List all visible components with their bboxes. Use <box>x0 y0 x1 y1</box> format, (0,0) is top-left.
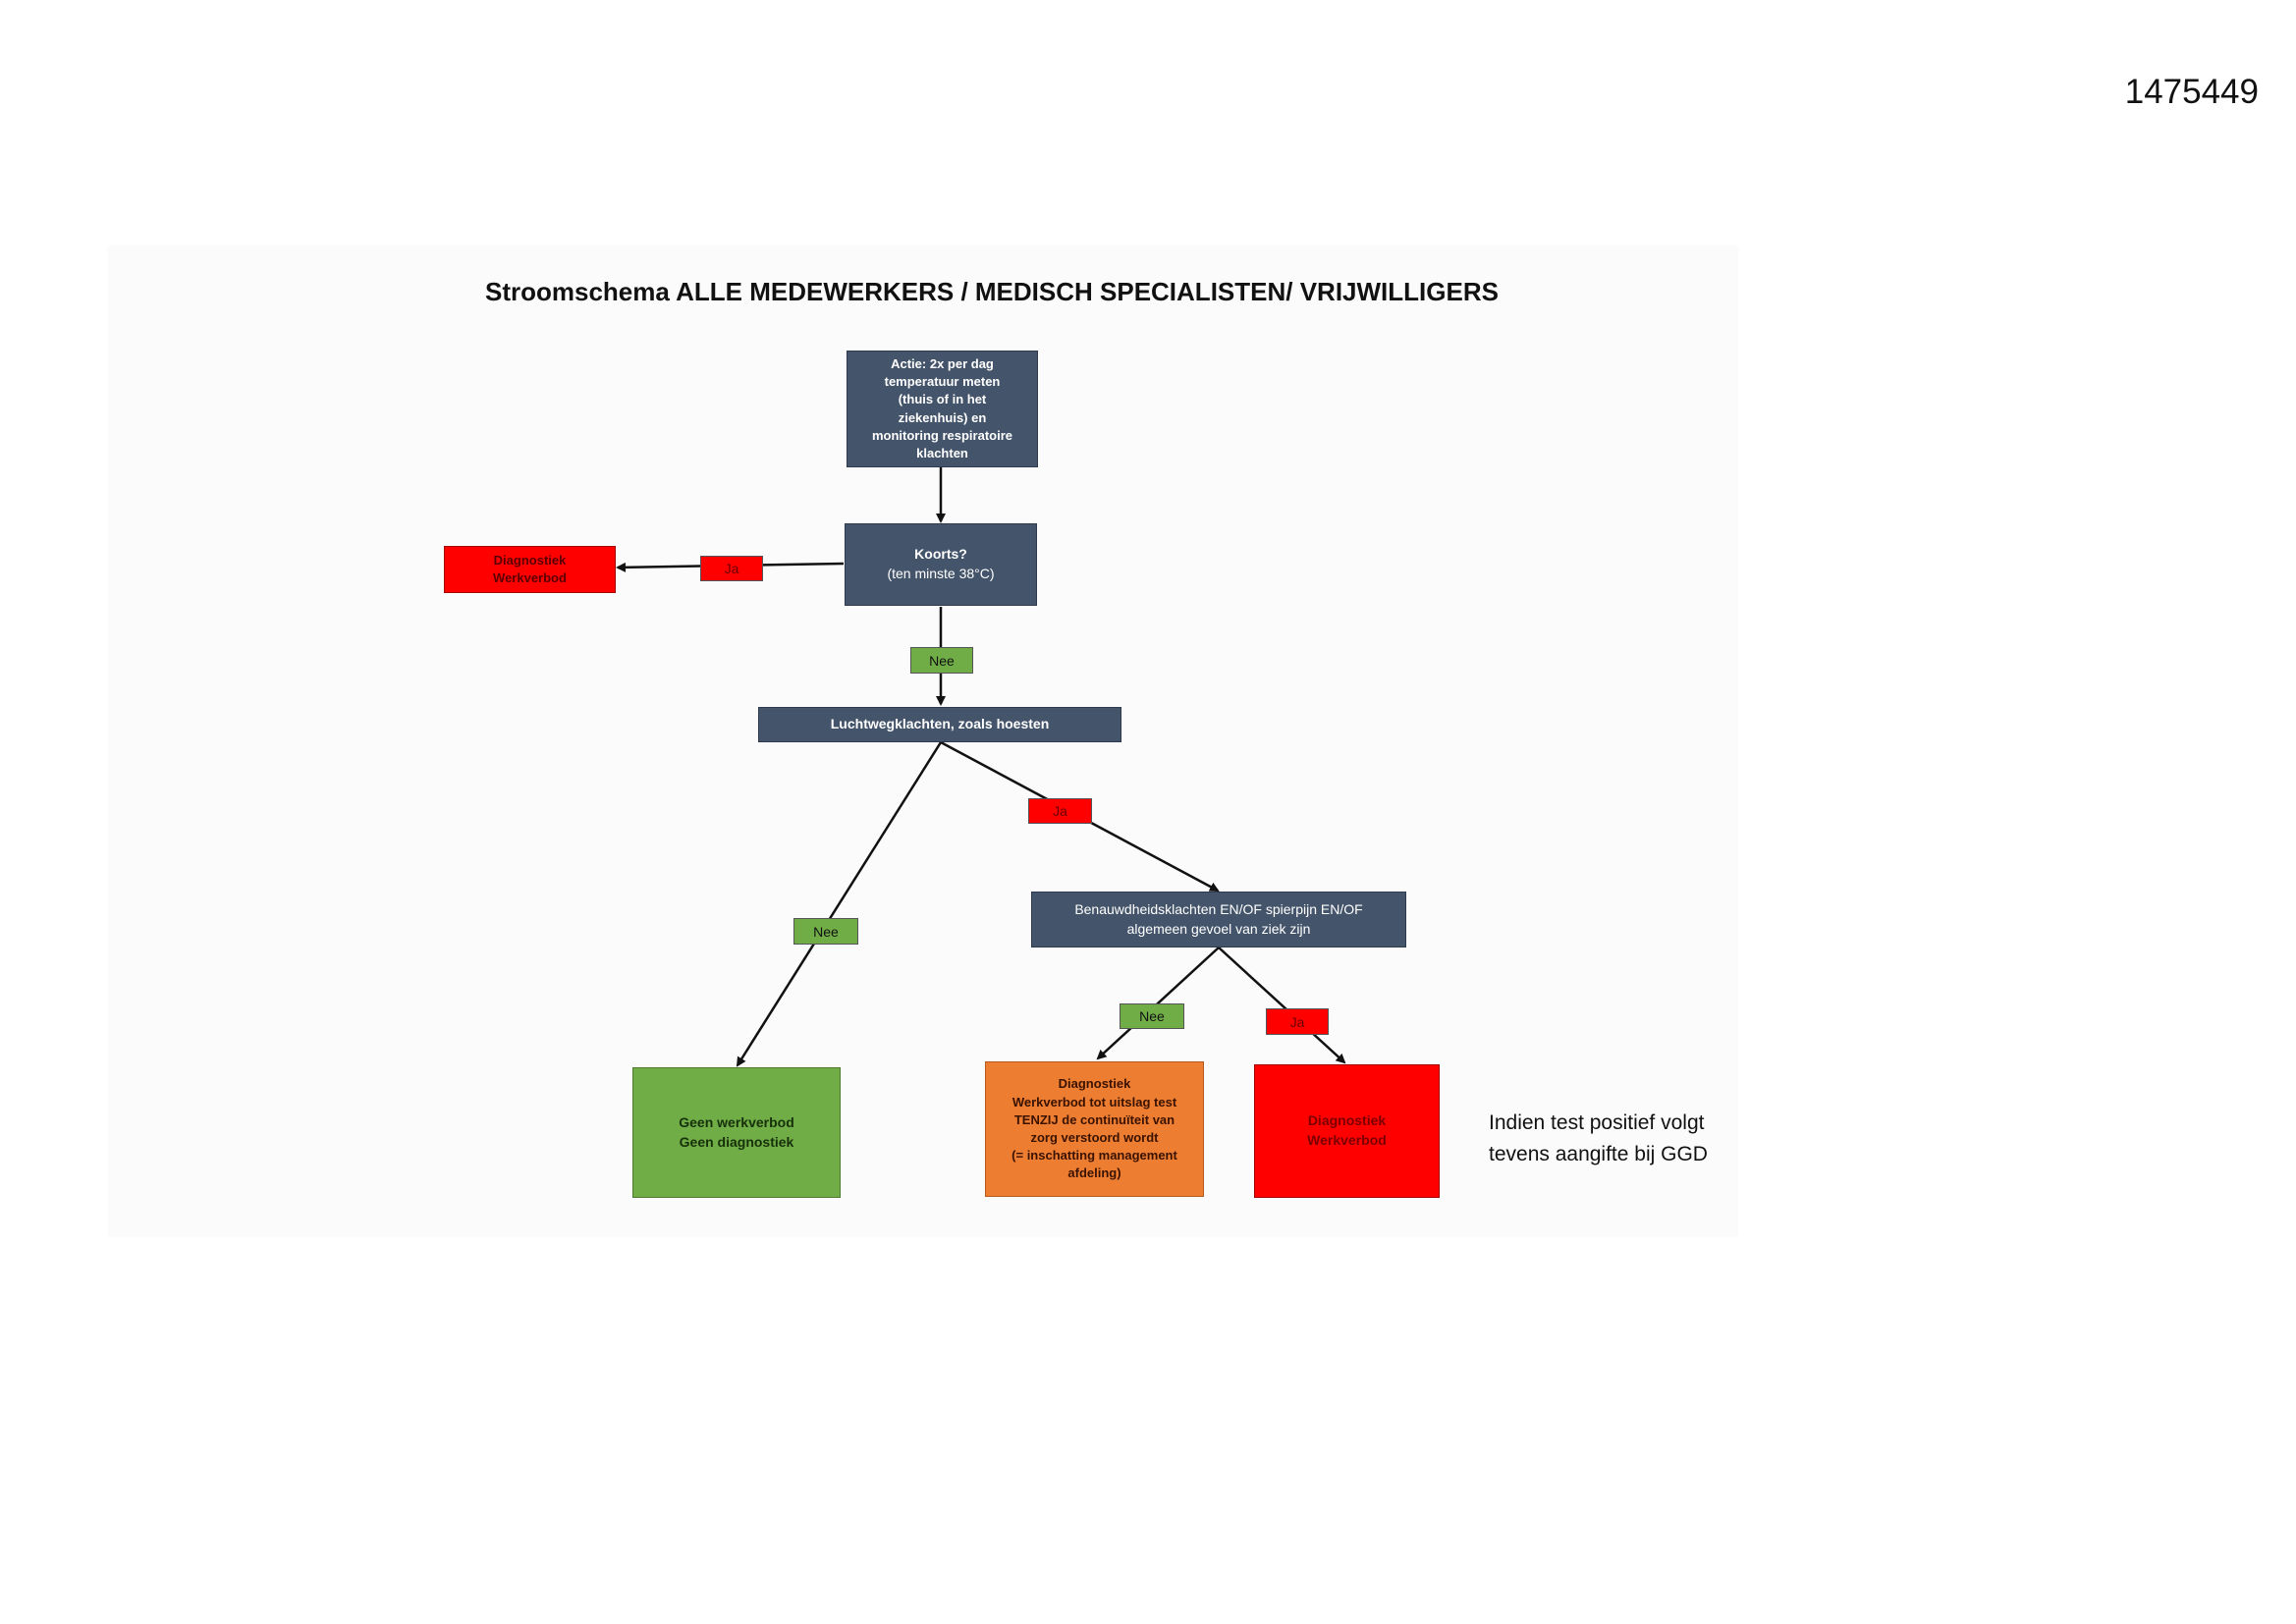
airway-box: Luchtwegklachten, zoals hoesten <box>758 707 1121 742</box>
arrow-breath-to-conditional <box>1096 947 1220 1060</box>
label-nee-breath: Nee <box>1120 1003 1184 1029</box>
arrow-airway-to-no-ban <box>736 741 943 1067</box>
fever-box: Koorts? (ten minste 38°C) <box>845 523 1037 606</box>
diagnostiek-ban-box: Diagnostiek Werkverbod <box>1254 1064 1440 1198</box>
conditional-ban-box: Diagnostiek Werkverbod tot uitslag test … <box>985 1061 1204 1197</box>
action-box: Actie: 2x per dag temperatuur meten (thu… <box>847 351 1038 467</box>
fever-threshold: (ten minste 38°C) <box>887 566 995 581</box>
label-ja-fever: Ja <box>700 556 763 581</box>
flowchart-title: Stroomschema ALLE MEDEWERKERS / MEDISCH … <box>485 277 1499 306</box>
document-number: 1475449 <box>2124 73 2259 111</box>
label-ja-airway: Ja <box>1028 798 1092 824</box>
label-ja-breath: Ja <box>1266 1008 1329 1035</box>
no-ban-box: Geen werkverbod Geen diagnostiek <box>632 1067 841 1198</box>
arrow-breath-to-diag-ban <box>1218 947 1346 1064</box>
label-nee-airway: Nee <box>793 918 858 945</box>
breath-box: Benauwdheidsklachten EN/OF spierpijn EN/… <box>1031 892 1406 947</box>
positive-test-note: Indien test positief volgt tevens aangif… <box>1489 1111 1708 1165</box>
fever-question: Koorts? <box>914 546 967 563</box>
label-nee-fever: Nee <box>910 647 973 674</box>
diagnostiek-box-fever: Diagnostiek Werkverbod <box>444 546 616 593</box>
